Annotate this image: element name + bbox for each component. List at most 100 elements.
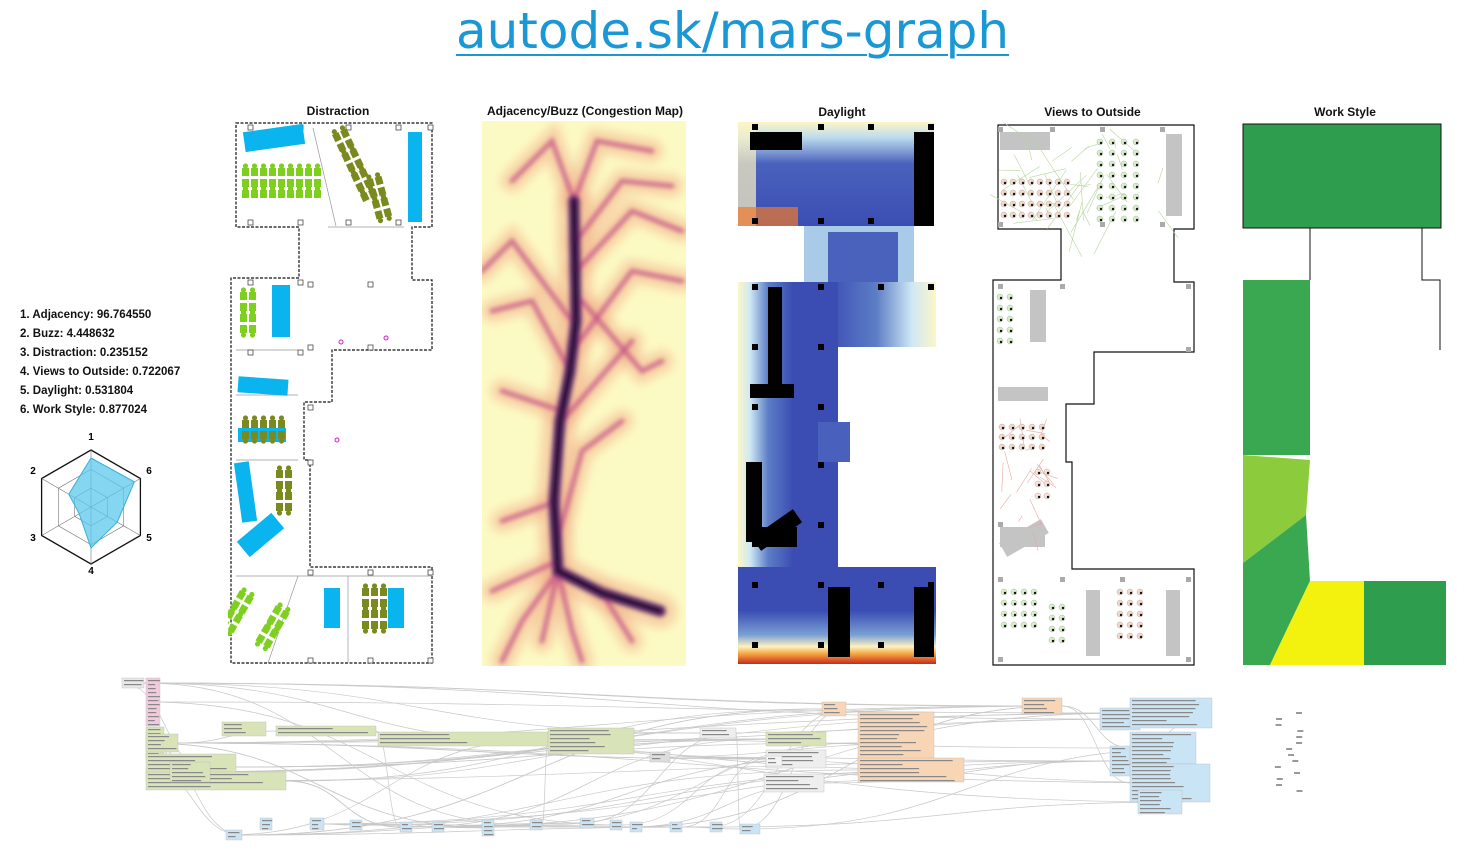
view-seat-dot <box>1123 152 1127 156</box>
chair <box>287 185 294 191</box>
graph-output-stub <box>1274 766 1281 768</box>
column <box>367 569 374 576</box>
view-seat-dot <box>1033 613 1037 617</box>
view-seat <box>1058 603 1066 611</box>
congestion-map <box>482 121 686 666</box>
graph-node-text-line <box>1132 708 1196 710</box>
view-seat-dot <box>1039 192 1043 196</box>
seat <box>380 610 387 618</box>
graph-node-text-line <box>1132 742 1174 744</box>
daylight-obstacle <box>914 132 934 226</box>
chair <box>249 591 255 598</box>
view-seat-dot <box>1030 192 1034 196</box>
view-seat <box>1000 178 1008 186</box>
graph-node-text-line <box>124 680 144 682</box>
view-seat <box>1000 621 1008 629</box>
view-seat-dot <box>1099 218 1103 222</box>
views-block <box>999 519 1049 557</box>
seat <box>269 168 276 176</box>
view-seat-dot <box>1021 214 1025 218</box>
view-seat <box>1010 610 1018 618</box>
graph-node-text-line <box>532 826 542 828</box>
sight-line <box>1158 210 1179 239</box>
chair <box>266 621 272 627</box>
seat <box>251 420 258 428</box>
mars-graph-link[interactable]: autode.sk/mars-graph <box>455 2 1010 60</box>
daylight-column <box>818 124 824 130</box>
graph-node-text-line <box>768 760 814 762</box>
seat <box>359 191 370 203</box>
graph-node-text-line <box>148 760 196 762</box>
congestion-branch <box>559 338 635 424</box>
daylight-void <box>914 226 938 282</box>
seat <box>249 325 256 333</box>
view-seat-dot <box>1119 591 1123 595</box>
view-seat <box>1030 588 1038 596</box>
view-seat <box>1038 433 1046 441</box>
congestion-branch <box>599 590 635 644</box>
graph-node-text-line <box>402 828 412 830</box>
view-seat <box>1020 621 1028 629</box>
views-column <box>1060 284 1065 289</box>
graph-node-text-line <box>484 834 494 836</box>
view-seat-dot <box>1003 192 1007 196</box>
view-seat-dot <box>1139 602 1143 606</box>
seat <box>340 128 350 139</box>
view-seat-dot <box>1001 436 1005 440</box>
view-seat <box>1018 433 1026 441</box>
graph-node-text-line <box>766 776 814 778</box>
view-seat <box>1063 200 1071 208</box>
view-seat-dot <box>1021 181 1025 185</box>
views-column <box>1186 657 1191 662</box>
seat <box>296 190 303 198</box>
view-seat <box>1036 200 1044 208</box>
graph-node-text-line <box>262 828 269 830</box>
graph-node-text-line <box>1132 700 1196 702</box>
daylight-column <box>752 642 758 648</box>
view-seat <box>1018 443 1026 451</box>
view-seat-dot <box>1123 185 1127 189</box>
graph-node-text-line <box>1112 756 1127 758</box>
graph-node-text-line <box>380 742 468 744</box>
graph-node-text-line <box>742 830 751 832</box>
view-seat <box>1006 337 1014 345</box>
view-seat <box>1027 189 1035 197</box>
seat <box>240 303 247 311</box>
view-seat-dot <box>1039 181 1043 185</box>
graph-node-text-line <box>1140 804 1160 806</box>
graph-nodes <box>121 677 1304 841</box>
radar-axis-label-3: 3 <box>30 533 36 544</box>
view-seat-dot <box>1003 624 1007 628</box>
view-seat <box>1018 423 1026 431</box>
chair <box>249 332 256 338</box>
seat <box>314 168 321 176</box>
chair <box>251 438 258 444</box>
view-seat-dot <box>1099 152 1103 156</box>
sight-line <box>1080 172 1084 221</box>
graph-node-text-line <box>402 824 408 826</box>
daylight-obstacle <box>828 587 850 657</box>
view-seat <box>1010 621 1018 629</box>
chair <box>251 415 258 421</box>
graph-output-stub <box>1276 718 1283 720</box>
view-seat <box>1043 492 1051 500</box>
view-seat-dot <box>1051 606 1055 610</box>
view-seat-dot <box>1003 181 1007 185</box>
graph-node-text-line <box>860 746 902 748</box>
column <box>395 219 402 226</box>
zone-left-upper <box>1243 280 1310 455</box>
column <box>307 281 314 288</box>
graph-node <box>275 725 377 737</box>
sight-line-red <box>1029 499 1042 525</box>
chair <box>249 309 256 315</box>
views-column <box>998 222 1003 227</box>
chair <box>238 610 244 617</box>
graph-node-text-line <box>768 742 802 744</box>
view-seat <box>1018 178 1026 186</box>
graph-node-text-line <box>278 732 368 734</box>
seat <box>269 420 276 428</box>
chair <box>341 149 347 155</box>
graph-wire <box>735 732 741 830</box>
graph-wire <box>309 760 1131 825</box>
seat <box>240 314 247 322</box>
